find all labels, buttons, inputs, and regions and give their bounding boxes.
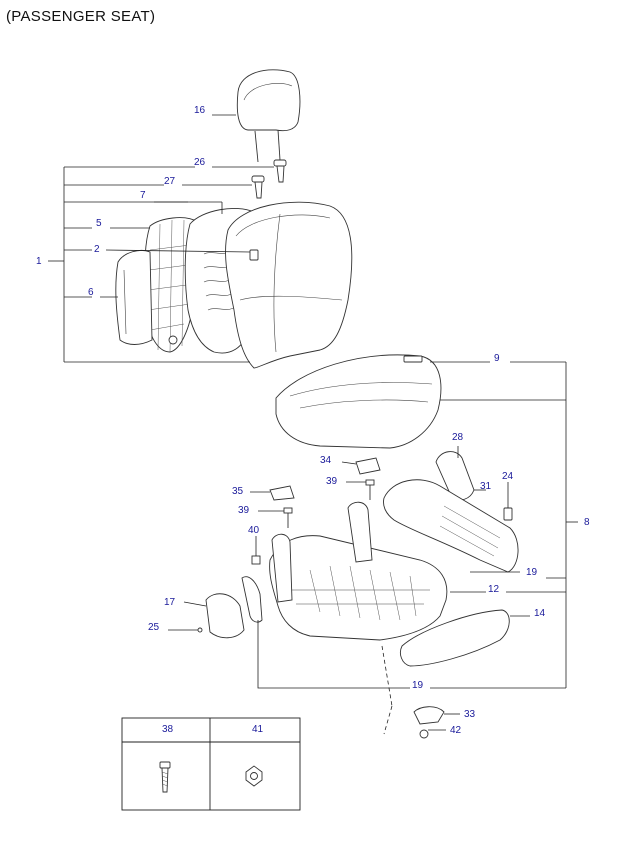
- label-17: 17: [164, 597, 176, 608]
- bracket-part[interactable]: [241, 576, 263, 623]
- label-19a: 19: [526, 567, 538, 578]
- seat-frame-part[interactable]: [269, 501, 448, 641]
- clip-24-part[interactable]: [503, 507, 513, 521]
- label-7: 7: [140, 190, 146, 201]
- cover-35-part[interactable]: [269, 485, 295, 501]
- label-26: 26: [194, 157, 206, 168]
- bolt-39b-part[interactable]: [283, 507, 293, 528]
- small-parts-table: 38 41: [121, 717, 301, 811]
- label-1: 1: [36, 256, 42, 267]
- seatback-board-part[interactable]: [115, 250, 153, 345]
- nut-41-part[interactable]: [245, 765, 263, 787]
- label-19b: 19: [412, 680, 424, 691]
- label-25: 25: [148, 622, 160, 633]
- nut-40-part[interactable]: [251, 555, 261, 565]
- label-39b: 39: [238, 505, 250, 516]
- label-27: 27: [164, 176, 176, 187]
- headrest-guide-part[interactable]: [273, 159, 287, 183]
- screw-38-part[interactable]: [159, 761, 171, 793]
- diagram-title: (PASSENGER SEAT): [6, 8, 156, 25]
- label-2: 2: [94, 244, 100, 255]
- cover-33-part[interactable]: [413, 706, 445, 725]
- side-shield-31-part[interactable]: [383, 479, 519, 573]
- seatback-cover-part[interactable]: [225, 201, 353, 369]
- label-42: 42: [450, 725, 462, 736]
- label-24: 24: [502, 471, 514, 482]
- label-34: 34: [320, 455, 332, 466]
- inner-cover-17-part[interactable]: [205, 593, 245, 639]
- front-trim-14-part[interactable]: [399, 609, 510, 667]
- label-31: 31: [480, 481, 492, 492]
- label-12: 12: [488, 584, 500, 595]
- cushion-cover-part[interactable]: [275, 354, 442, 449]
- label-14: 14: [534, 608, 546, 619]
- headrest-part[interactable]: [236, 69, 301, 163]
- table-col1-label: 38: [162, 724, 174, 735]
- label-5: 5: [96, 218, 102, 229]
- label-35: 35: [232, 486, 244, 497]
- leader-lines: [48, 114, 578, 735]
- screw-25-part[interactable]: [197, 627, 203, 633]
- label-16: 16: [194, 105, 206, 116]
- table-col2-label: 41: [252, 724, 264, 735]
- label-8: 8: [584, 517, 590, 528]
- label-33: 33: [464, 709, 476, 720]
- label-40: 40: [248, 525, 260, 536]
- cover-34-part[interactable]: [355, 457, 381, 475]
- nut-42-part[interactable]: [419, 729, 429, 739]
- label-28: 28: [452, 432, 464, 443]
- label-39a: 39: [326, 476, 338, 487]
- label-6: 6: [88, 287, 94, 298]
- label-9: 9: [494, 353, 500, 364]
- headrest-guide-lock-part[interactable]: [251, 175, 265, 199]
- bolt-39a-part[interactable]: [365, 479, 375, 500]
